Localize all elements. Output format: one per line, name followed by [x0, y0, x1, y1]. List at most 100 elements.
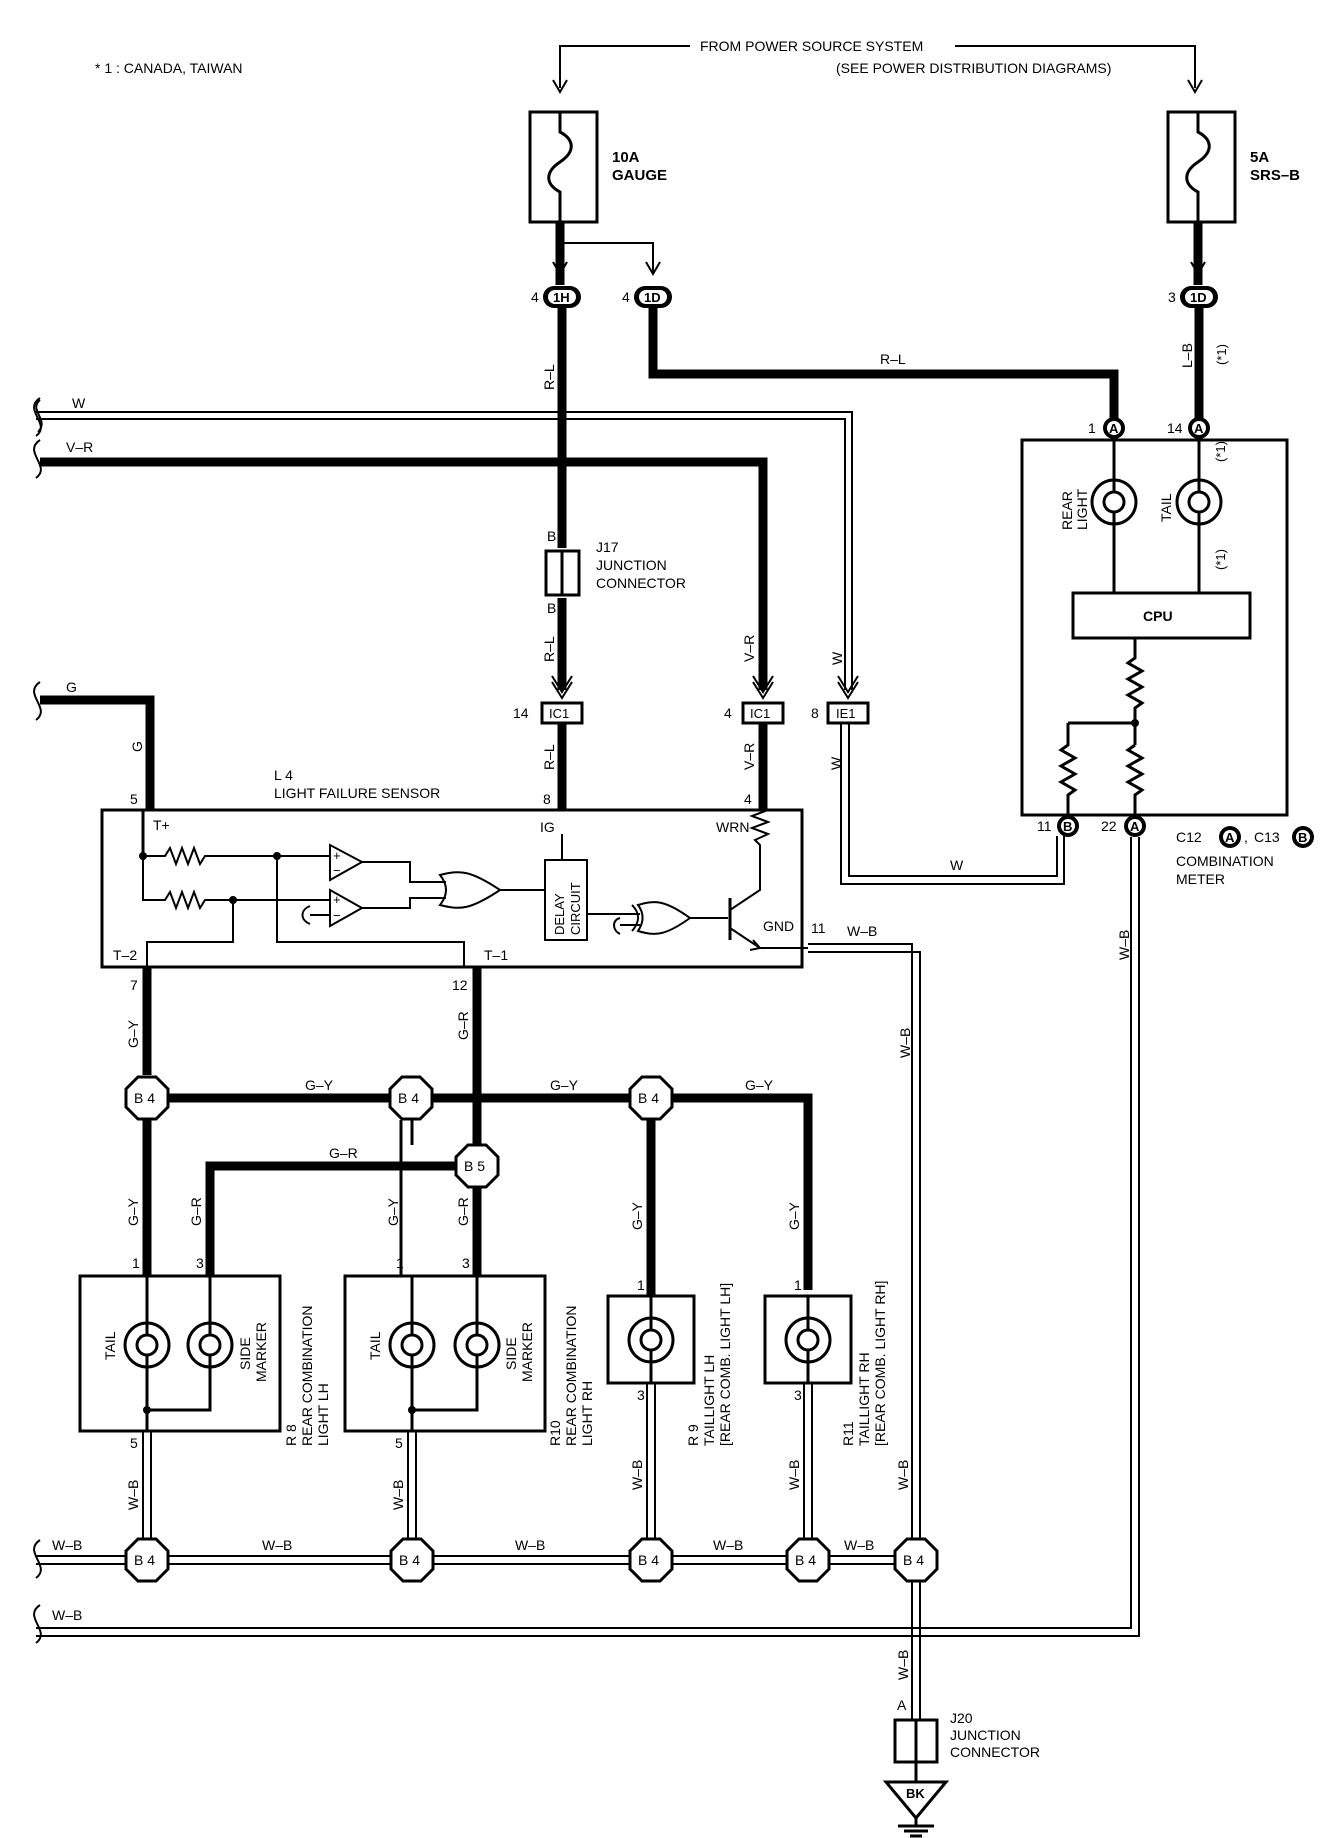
- wire-w-meter: [840, 723, 1065, 885]
- r11-pin1: 1: [794, 1277, 802, 1293]
- r8-side-l2: MARKER: [253, 1322, 269, 1382]
- delay-label-2: CIRCUIT: [568, 882, 583, 935]
- meter-pin22: 22: [1101, 818, 1117, 834]
- meter-lamp2-label: TAIL: [1158, 493, 1174, 522]
- wire-label-w-b-sensor: W–B: [897, 1028, 913, 1058]
- connector-ie1-pin: 8: [811, 705, 819, 721]
- wire-r-l-meter: [648, 308, 1119, 418]
- wire-label-g-y-bus3: G–Y: [745, 1077, 774, 1093]
- meter-tail-lamp: [1175, 478, 1223, 526]
- wire-label-l-b: L–B: [1179, 343, 1195, 368]
- r11-pin3: 3: [794, 1387, 802, 1403]
- wire-label-w-2: W: [829, 651, 845, 665]
- power-feed-line: [559, 45, 1196, 73]
- r10-side-l1: SIDE: [503, 1337, 519, 1370]
- wire-label-g-r-3: G–R: [455, 1197, 471, 1226]
- splice-b4-bus-3-label: B 4: [638, 1552, 659, 1568]
- meter-pin-b11-label: B: [1063, 819, 1072, 834]
- splice-b5-label: B 5: [464, 1158, 485, 1174]
- connector-1h-pin: 4: [531, 289, 539, 305]
- wire-label-w-3: W: [828, 756, 844, 770]
- wire-label-g-y-bus2: G–Y: [550, 1077, 579, 1093]
- wire-label-w-b-gnd: W–B: [847, 923, 877, 939]
- wire-label-w-b-4: W–B: [786, 1460, 802, 1490]
- meter-pin-a1-label: A: [1109, 421, 1119, 436]
- wire-v-r: [40, 457, 768, 690]
- r11-name2: [REAR COMB. LIGHT RH]: [872, 1281, 888, 1446]
- r10-side-marker-lamp: [453, 1321, 501, 1369]
- meter-c13-label: C13: [1254, 829, 1280, 845]
- sensor-tplus: T+: [153, 817, 170, 833]
- wire-label-v-r: V–R: [66, 439, 93, 455]
- connector-ic1-right-label: IC1: [750, 706, 770, 721]
- junction-j20: [893, 1718, 939, 1764]
- sensor-pin11: 11: [811, 920, 826, 936]
- wire-g-y-bus: [168, 1093, 813, 1290]
- wire-label-w-b-bus-a: W–B: [52, 1537, 82, 1553]
- wire-label-w-b-bus-d: W–B: [713, 1537, 743, 1553]
- r8-pin1: 1: [132, 1255, 140, 1271]
- sensor-pin5: 5: [130, 791, 138, 807]
- splice-b4-bus-1-label: B 4: [134, 1552, 155, 1568]
- j20-line2: CONNECTOR: [950, 1744, 1040, 1760]
- svg-text:+: +: [333, 892, 341, 907]
- connector-ic1-left-pin: 14: [513, 705, 529, 721]
- r8-tail-lamp: [123, 1321, 171, 1369]
- meter-sep: ,: [1244, 829, 1248, 845]
- r10-pin5: 5: [395, 1435, 403, 1451]
- wire-label-r-l-3: R–L: [541, 744, 557, 770]
- wire-label-r-l-1: R–L: [541, 364, 557, 390]
- r9-name1: TAILLIGHT LH: [701, 1355, 717, 1446]
- splice-b4-1-label: B 4: [134, 1090, 155, 1106]
- fuse-gauge: [528, 110, 599, 224]
- wire-g-r-bus: [205, 1161, 455, 1276]
- fuse-srs-rating: 5A: [1250, 149, 1269, 166]
- meter-lamp1-l1: REAR: [1059, 491, 1075, 530]
- j20-pin: A: [897, 1697, 907, 1713]
- delay-label-1: DELAY: [552, 893, 567, 935]
- wire-label-w-4: W: [950, 857, 964, 873]
- r8-pin5: 5: [130, 1435, 138, 1451]
- r9-pin3: 3: [637, 1387, 645, 1403]
- svg-text:+: +: [333, 848, 341, 863]
- j20-id: J20: [950, 1710, 973, 1726]
- sensor-pin8: 8: [543, 791, 551, 807]
- wire-w-b-meter: [36, 837, 1140, 1637]
- note-star1-a: (*1): [1214, 344, 1229, 365]
- r10-name2: LIGHT RH: [579, 1381, 595, 1446]
- r11-name1: TAILLIGHT RH: [856, 1352, 872, 1446]
- r8-name1: REAR COMBINATION: [299, 1305, 315, 1446]
- r10-side-l2: MARKER: [519, 1322, 535, 1382]
- sensor-id: L 4: [274, 767, 293, 783]
- sensor-t1: T–1: [484, 947, 508, 963]
- splice-b4-bus-5-label: B 4: [903, 1552, 924, 1568]
- wire-label-v-r-3: V–R: [741, 743, 757, 770]
- meter-pin-a14-label: A: [1194, 421, 1204, 436]
- r8-tail-label: TAIL: [102, 1331, 118, 1360]
- sensor-pin12: 12: [452, 977, 468, 993]
- ground-bk-label: BK: [906, 1786, 925, 1801]
- sensor-wrn: WRN: [716, 819, 749, 835]
- wire-label-r-l-2: R–L: [541, 636, 557, 662]
- meter-name1: COMBINATION: [1176, 853, 1274, 869]
- fuse-gauge-name: GAUGE: [612, 167, 667, 184]
- connector-1d-b-label: 1D: [1190, 290, 1207, 305]
- wire-label-w: W: [72, 395, 86, 411]
- r8-box: [78, 1274, 282, 1433]
- svg-text:−: −: [333, 908, 341, 923]
- r11-id: R11: [840, 1421, 856, 1446]
- splice-b4-3-label: B 4: [638, 1090, 659, 1106]
- wire-label-w-b-bus-b: W–B: [262, 1537, 292, 1553]
- wire-label-g-y-1: G–Y: [125, 1019, 141, 1048]
- wire-label-g-r-2: G–R: [188, 1197, 204, 1226]
- wire-label-g-2: G: [129, 741, 145, 752]
- wire-w-b-bus: [36, 1555, 914, 1565]
- wire-label-g-r-bus: G–R: [329, 1145, 358, 1161]
- fuse-srs-name: SRS–B: [1250, 167, 1300, 184]
- wire-label-w-b-meter: W–B: [1116, 930, 1132, 960]
- wire-label-w-b-1: W–B: [125, 1480, 141, 1510]
- r8-id: R 8: [283, 1424, 299, 1446]
- combination-meter-box: [1020, 438, 1289, 817]
- wire-label-w-b-5: W–B: [895, 1460, 911, 1490]
